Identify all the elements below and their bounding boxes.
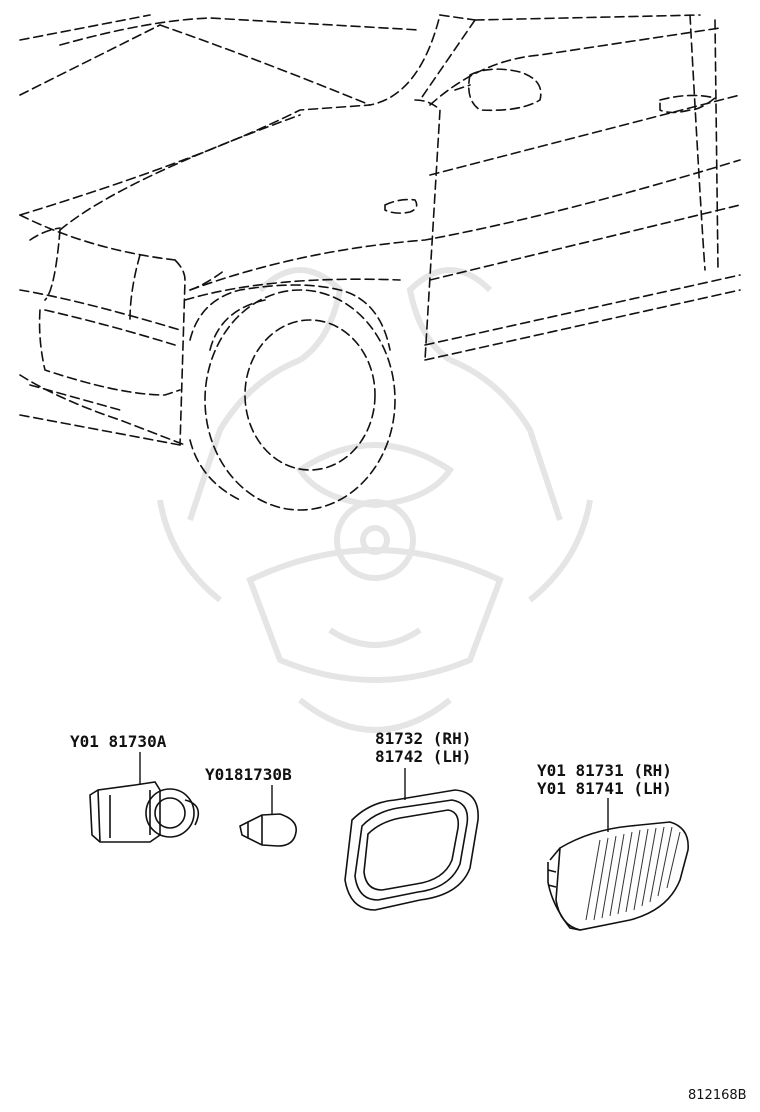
vehicle-outline: [19, 14, 741, 511]
callout-lamp-rh: Y01 81731 (RH): [537, 761, 672, 780]
callout-gasket-lh: 81742 (LH): [375, 747, 472, 766]
watermark-emblem: [157, 267, 593, 733]
callout-gasket-rh: 81732 (RH): [375, 729, 472, 748]
callout-lamp-lh: Y01 81741 (LH): [537, 779, 672, 798]
side-lamp-part: [547, 821, 689, 931]
callout-bulb: Y0181730B: [205, 765, 292, 784]
gasket-part: [344, 789, 479, 911]
bulb-part: [239, 813, 297, 847]
socket-part: [89, 781, 200, 843]
callout-socket: Y01 81730A: [70, 732, 167, 751]
diagram-reference-id: 812168B: [688, 1088, 747, 1103]
